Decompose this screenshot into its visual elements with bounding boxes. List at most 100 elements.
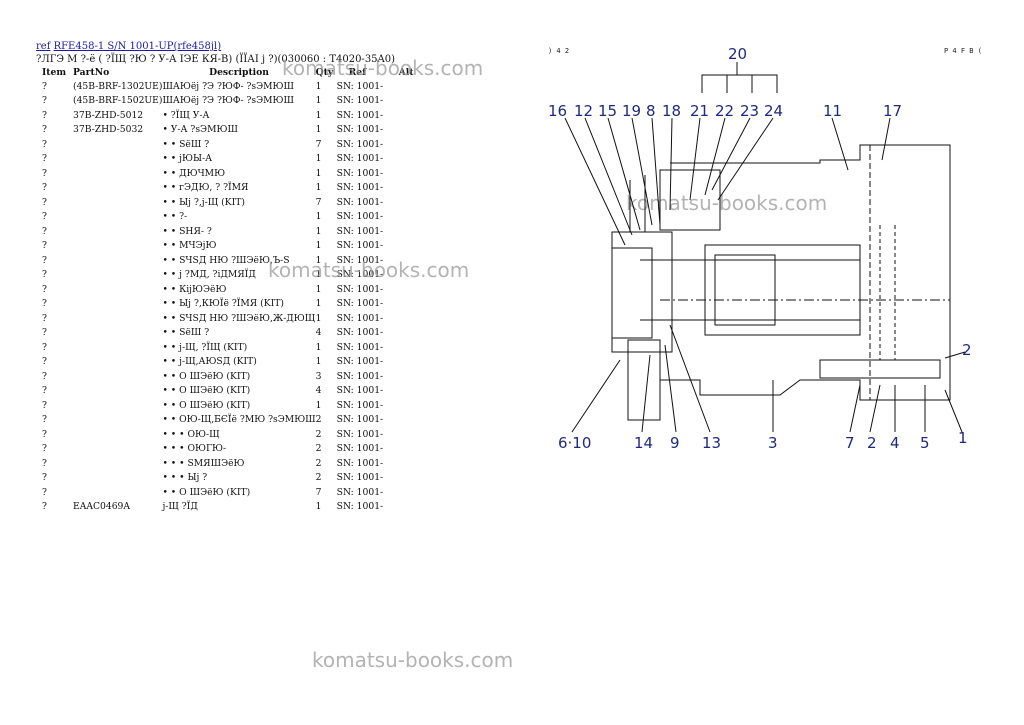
callout-9: 9	[670, 434, 680, 452]
ref-cell: SN: 1001-	[336, 124, 384, 136]
model-link[interactable]: RFE458-1 S/N 1001-UP(rfe458jl)	[53, 41, 222, 52]
ref-cell: SN: 1001-	[336, 486, 384, 498]
item-cell: ?	[42, 254, 47, 266]
callout-24: 24	[764, 102, 783, 120]
ref-cell: SN: 1001-	[336, 443, 384, 455]
alt-cell	[399, 427, 419, 442]
description-cell: • • О ШЭёЮ (KIT)	[162, 370, 251, 382]
partno-cell	[73, 427, 162, 442]
relief-plug	[819, 359, 941, 379]
item-cell: ?	[42, 138, 47, 150]
col-partno: PartNo	[73, 67, 110, 78]
shaft-body	[640, 259, 860, 321]
alt-cell	[399, 442, 419, 457]
item-cell: ?	[42, 225, 47, 237]
item-cell: ?	[42, 428, 47, 440]
callout-7: 7	[845, 434, 855, 452]
partno-cell	[73, 311, 162, 326]
callout-4: 4	[890, 434, 900, 452]
col-description: Description	[209, 67, 269, 78]
description-cell: • • SНЯ- ?	[162, 225, 212, 237]
item-cell: ?	[42, 356, 47, 368]
qty-cell: 1	[315, 124, 322, 136]
watermark: komatsu-books.com	[268, 258, 470, 282]
item-cell: ?	[42, 443, 47, 455]
qty-cell: 1	[315, 225, 322, 237]
item-cell: ?	[42, 399, 47, 411]
qty-cell: 2	[315, 457, 322, 469]
item-cell: ?	[42, 457, 47, 469]
col-ref: Ref	[348, 67, 367, 78]
description-cell: • • Ыј ?,КЮЇё ?ЇМЯ (KIT)	[162, 298, 284, 310]
callout-17: 17	[883, 102, 902, 120]
partno-cell	[73, 239, 162, 254]
description-cell: ШАЮёј ?Э ?ЮФ- ?sЭМЮШ	[162, 80, 295, 92]
ref-cell: SN: 1001-	[336, 138, 384, 150]
item-cell: ?	[42, 153, 47, 165]
seal-retainer	[629, 175, 646, 232]
description-cell: • • јЮЫ-А	[162, 153, 213, 165]
partno-cell	[73, 181, 162, 196]
diagram-corner-left: ) 4 2	[548, 47, 570, 55]
description-cell: • • МЧЭјЮ	[162, 240, 217, 252]
ref-cell: SN: 1001-	[336, 327, 384, 339]
qty-cell: 1	[315, 283, 322, 295]
ref-cell: SN: 1001-	[336, 182, 384, 194]
document-header: ref RFE458-1 S/N 1001-UP(rfe458jl) ?ЛГЭ …	[36, 40, 395, 66]
ref-link[interactable]: ref	[36, 41, 51, 52]
partno-cell	[73, 456, 162, 471]
qty-cell: 1	[315, 182, 322, 194]
alt-cell	[399, 456, 419, 471]
ref-cell: SN: 1001-	[336, 501, 384, 513]
ref-cell: SN: 1001-	[336, 341, 384, 353]
callout-13: 13	[702, 434, 721, 452]
partno-cell	[73, 253, 162, 268]
partno-cell	[73, 166, 162, 181]
item-cell: ?	[42, 95, 47, 107]
callout-1: 1	[958, 429, 968, 447]
alt-cell	[399, 181, 419, 196]
alt-cell	[399, 398, 419, 413]
description-cell: • • гЭДЮ, ? ?ЇМЯ	[162, 182, 249, 194]
callout-2-right: 2	[962, 341, 972, 359]
item-cell: ?	[42, 472, 47, 484]
partno-cell	[73, 355, 162, 370]
qty-cell: 1	[315, 356, 322, 368]
qty-cell: 7	[315, 486, 322, 498]
qty-cell: 3	[315, 370, 322, 382]
alt-cell	[399, 152, 419, 167]
ref-cell: SN: 1001-	[336, 370, 384, 382]
qty-cell: 7	[315, 138, 322, 150]
alt-cell	[399, 195, 419, 210]
alt-cell	[399, 166, 419, 181]
qty-cell: 1	[315, 153, 322, 165]
alt-cell	[399, 210, 419, 225]
alt-cell	[399, 413, 419, 428]
description-cell: • • SЧЅД НЮ ?ШЭёЮ,Ъ-S	[162, 254, 290, 266]
description-cell: ШАЮёј ?Э ?ЮФ- ?sЭМЮШ	[162, 95, 295, 107]
alt-cell	[399, 108, 419, 123]
table-header-row: Item PartNo Description Qty Ref Alt	[36, 66, 419, 79]
alt-cell	[399, 123, 419, 138]
ref-cell: SN: 1001-	[336, 472, 384, 484]
description-cell: • • ОЮ-Щ,БЄЇё ?МЮ ?sЭМЮШ	[162, 414, 316, 426]
qty-cell: 1	[315, 80, 322, 92]
qty-cell: 1	[315, 312, 322, 324]
ref-cell: SN: 1001-	[336, 399, 384, 411]
partno-cell	[73, 340, 162, 355]
alt-cell	[399, 311, 419, 326]
description-cell: • • SёШ ?	[162, 327, 210, 339]
item-cell: ?	[42, 211, 47, 223]
col-qty: Qty	[315, 67, 334, 78]
description-cell: • • КіјЮЭёЮ	[162, 283, 227, 295]
bearing-seat	[659, 169, 721, 231]
description-cell: • • ј-Щ,АЮЅД (KIT)	[162, 356, 257, 368]
